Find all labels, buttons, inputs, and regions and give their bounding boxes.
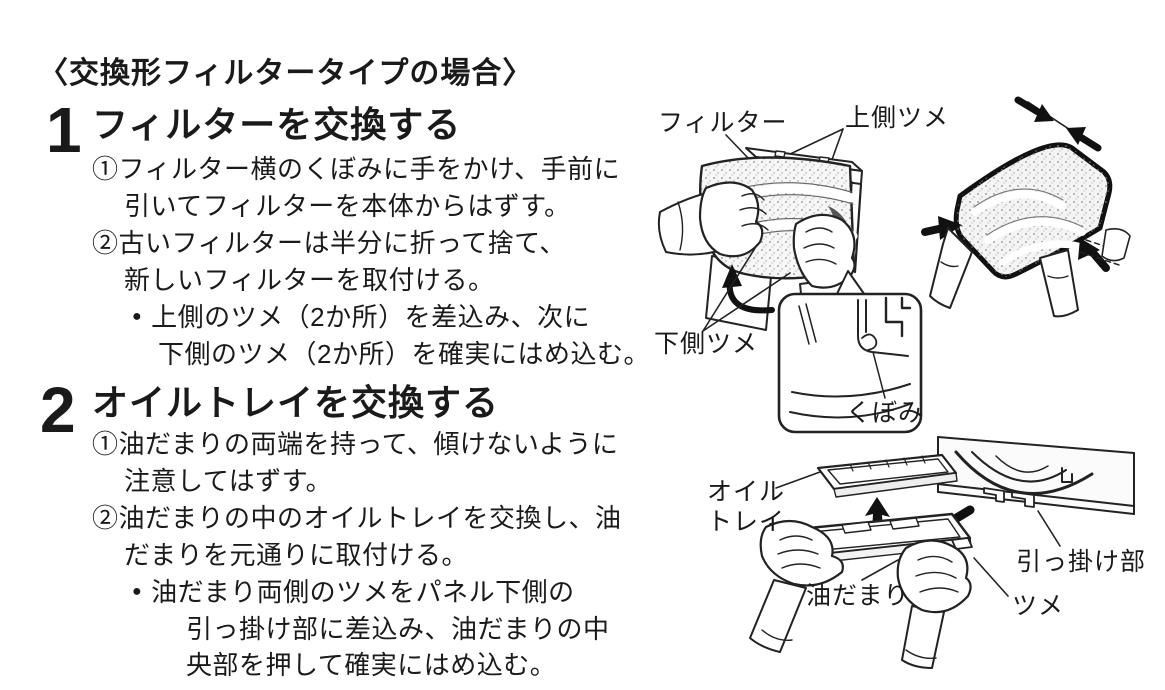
instruction-line: 引っ掛け部に差込み、油だまりの中 bbox=[186, 614, 610, 644]
instruction-line: ①油だまりの両端を持って、傾けないように bbox=[92, 429, 619, 459]
instruction-line: 引いてフィルターを本体からはずす。 bbox=[124, 191, 571, 221]
lower-tab-leaders bbox=[702, 244, 791, 332]
instruction-line: だまりを元通りに取付ける。 bbox=[124, 540, 468, 570]
step-1-number: 1 bbox=[46, 94, 82, 166]
label-oil-tray-line1: オイル bbox=[707, 478, 786, 506]
instruction-line: ②油だまりの中のオイルトレイを交換し、油 bbox=[92, 503, 622, 533]
bullet-icon: ● bbox=[132, 583, 143, 600]
unit-underside bbox=[937, 436, 1135, 515]
push-arrow-icons bbox=[921, 216, 1110, 272]
label-tab: ツメ bbox=[1012, 592, 1065, 620]
step-2-heading: オイルトレイを交換する bbox=[92, 382, 500, 423]
label-oil-tray: オイル トレイ bbox=[707, 477, 785, 537]
instruction-line: 下側のツメ（2か所）を確実にはめ込む。 bbox=[158, 339, 650, 369]
instruction-line: ①フィルター横のくぼみに手をかけ、手前に bbox=[92, 154, 621, 184]
recess-callout bbox=[777, 270, 923, 434]
instruction-line: 新しいフィルターを取付ける。 bbox=[124, 265, 495, 295]
page-title: 〈交換形フィルタータイプの場合〉 bbox=[38, 57, 534, 90]
step-2-number: 2 bbox=[40, 374, 76, 446]
left-hand bbox=[657, 181, 769, 258]
step-1-heading: フィルターを交換する bbox=[92, 104, 462, 145]
holding-hands bbox=[749, 519, 972, 669]
label-oil-tray-line2: トレイ bbox=[707, 508, 786, 536]
instruction-line: 注意してはずす。 bbox=[124, 466, 333, 496]
instruction-bullet-line: ● 上側のツメ（2か所）を差込み、次に bbox=[132, 300, 590, 334]
oil-tray-part bbox=[816, 453, 958, 498]
bullet-text: 油だまり両側のツメをパネル下側の bbox=[151, 577, 575, 607]
holding-arms bbox=[929, 227, 1079, 318]
instruction-bullet-line: ● 油だまり両側のツメをパネル下側の bbox=[132, 575, 575, 609]
label-hook: 引っ掛け部 bbox=[1016, 548, 1147, 576]
curved-arrow-icon bbox=[722, 264, 775, 314]
instruction-line: 央部を押して確実にはめ込む。 bbox=[186, 650, 557, 680]
label-upper-tab: 上側ツメ bbox=[845, 104, 950, 132]
figure-folded-filter bbox=[921, 96, 1131, 318]
figure-filter-unit bbox=[657, 128, 923, 434]
label-recess: くぼみ bbox=[846, 399, 925, 427]
pinch-arrows-icon bbox=[1014, 96, 1102, 152]
bullet-text: 上側のツメ（2か所）を差込み、次に bbox=[151, 302, 591, 332]
label-lower-tab: 下側ツメ bbox=[654, 330, 759, 358]
label-oil-pool: 油だまり bbox=[806, 582, 910, 610]
label-filter: フィルター bbox=[658, 109, 788, 137]
figure-oil-tray bbox=[749, 436, 1135, 669]
oil-figure-leaders bbox=[775, 471, 1061, 597]
bullet-icon: ● bbox=[132, 308, 143, 325]
instruction-line: ②古いフィルターは半分に折って捨て、 bbox=[92, 228, 566, 258]
